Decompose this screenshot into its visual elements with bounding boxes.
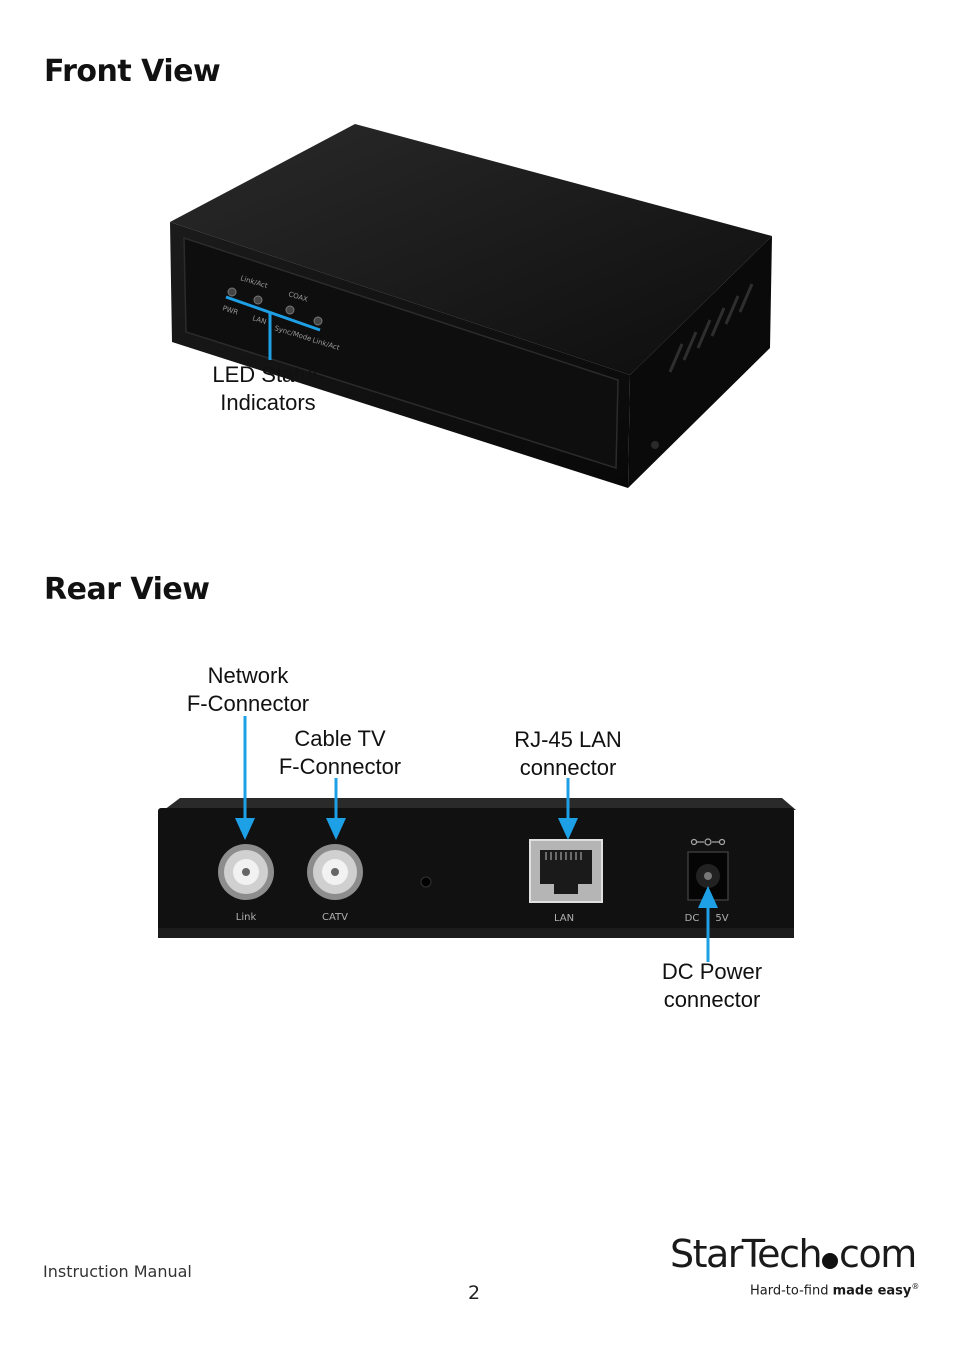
panel-label-5v: 5V	[715, 913, 728, 924]
led-lan	[253, 295, 263, 305]
dc-power-connector-callout: DC Power connector	[661, 959, 763, 1012]
rear-view-heading: Rear View	[44, 572, 210, 607]
panel-label-link: Link	[236, 912, 257, 923]
logo-tagline: Hard-to-find made easy®	[750, 1282, 920, 1299]
cable-tv-connector-callout: Cable TV F-Connector	[278, 726, 402, 779]
led-sync	[285, 305, 295, 315]
rj45-lan-port	[529, 839, 603, 903]
led-coax-link	[313, 316, 323, 326]
panel-label-lan: LAN	[554, 913, 574, 924]
rj45-connector-callout: RJ-45 LAN connector	[514, 727, 622, 780]
panel-label-catv: CATV	[322, 912, 348, 923]
side-vents	[668, 283, 754, 373]
reset-hole	[420, 876, 432, 888]
front-view-figure: Link/Act COAX PWR LAN Sync/Mode Link/Act…	[150, 110, 810, 530]
network-connector-arrow	[235, 716, 255, 840]
dc-power-arrow	[698, 886, 718, 962]
network-connector-callout: Network F-Connector	[186, 663, 310, 716]
device-rear-illustration: Link CATV LAN DC 5V	[158, 716, 796, 962]
rear-view-figure: Network F-Connector Cable TV F-Connector…	[150, 650, 830, 1030]
network-f-connector-port	[218, 844, 274, 900]
device-rear-top-edge	[164, 798, 796, 810]
panel-label-lan: LAN	[251, 314, 267, 326]
led-indicators	[227, 287, 323, 326]
front-view-heading: Front View	[44, 54, 221, 89]
rj45-connector-arrow	[558, 778, 578, 840]
page-number: 2	[468, 1282, 481, 1304]
device-front-panel	[183, 236, 619, 470]
panel-label-dc: DC	[685, 913, 700, 924]
footer-doc-title: Instruction Manual	[43, 1262, 192, 1281]
led-pwr	[227, 287, 237, 297]
catv-f-connector-port	[307, 844, 363, 900]
led-status-callout: LED Status Indicators	[212, 362, 324, 415]
logo-dot-icon	[822, 1253, 839, 1269]
device-top	[170, 124, 772, 375]
catv-connector-arrow	[326, 778, 346, 840]
device-front-illustration: Link/Act COAX PWR LAN Sync/Mode Link/Act	[170, 124, 772, 488]
led-callout-arrow	[225, 295, 321, 360]
device-rear-face	[158, 808, 794, 938]
